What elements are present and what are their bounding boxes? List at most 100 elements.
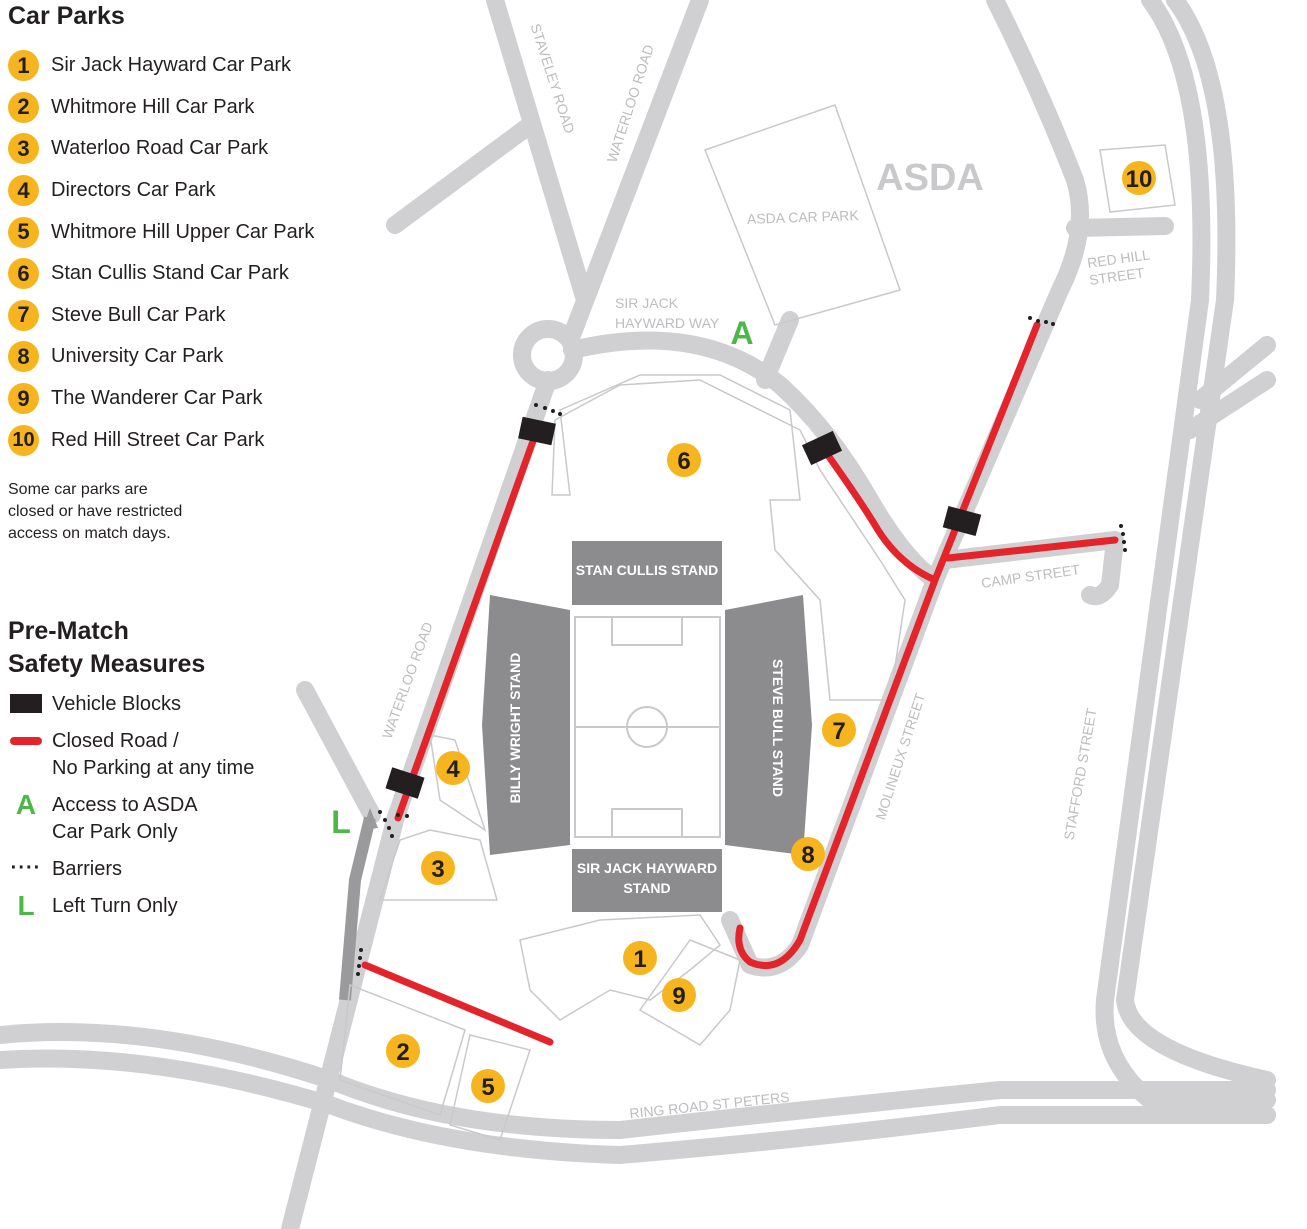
car-park-name: Waterloo Road Car Park xyxy=(51,137,269,160)
car-park-list-item: 3 Waterloo Road Car Park xyxy=(8,128,348,170)
closed-roads xyxy=(361,321,1119,1046)
legend-label-group: Closed Road /No Parking at any time xyxy=(52,728,254,782)
access-marker: A xyxy=(730,315,753,351)
asda-access-road xyxy=(756,311,799,389)
svg-text:1: 1 xyxy=(633,946,646,973)
stafford-street xyxy=(1095,0,1276,1109)
car-park-marker-6[interactable]: 6 xyxy=(667,443,701,477)
label-camp-street: CAMP STREET xyxy=(980,561,1081,591)
stand-label-east: STEVE BULL STAND xyxy=(770,659,786,797)
label-red-hill-2: STREET xyxy=(1088,264,1145,288)
number-badge: 1 xyxy=(8,50,39,82)
label-sjh-way-1: SIR JACK xyxy=(615,295,679,311)
ring-road-outer xyxy=(0,1049,1276,1164)
safety-measures-legend: Pre-Match Safety Measures Vehicle Blocks… xyxy=(8,615,348,921)
vehicle-block xyxy=(385,767,425,799)
legend-closed-road: Closed Road /No Parking at any time xyxy=(8,728,348,782)
vehicle-block xyxy=(942,505,982,537)
car-park-9-area xyxy=(638,939,741,1046)
sir-jack-hayward-way xyxy=(563,331,944,589)
vehicle-block xyxy=(801,430,843,466)
stand-label-south-1: SIR JACK HAYWARD xyxy=(577,860,717,876)
car-park-list-item: 9 The Wanderer Car Park xyxy=(8,378,348,420)
side-road xyxy=(386,116,539,234)
svg-text:6: 6 xyxy=(677,448,690,475)
barrier xyxy=(378,810,409,838)
car-park-6-area xyxy=(551,374,906,701)
safety-title-line-1: Pre-Match xyxy=(8,616,129,645)
vehicle-block-icon xyxy=(8,691,44,717)
stand-label-north: STAN CULLIS STAND xyxy=(576,562,719,578)
access-a-icon: A xyxy=(15,788,37,820)
number-badge: 2 xyxy=(8,91,39,123)
car-park-2-area xyxy=(339,983,466,1116)
closed-road-sjh-way xyxy=(818,443,939,584)
camp-street xyxy=(936,531,1124,606)
car-park-name: Directors Car Park xyxy=(51,179,216,202)
svg-text:2: 2 xyxy=(396,1039,409,1066)
car-park-list-item: 1 Sir Jack Hayward Car Park xyxy=(8,45,348,87)
penalty-area-north xyxy=(611,616,683,646)
car-park-4-area xyxy=(429,734,487,832)
car-park-3-area xyxy=(378,829,498,901)
barrier xyxy=(1119,524,1127,552)
car-park-marker-4[interactable]: 4 xyxy=(436,751,470,785)
number-badge: 9 xyxy=(8,383,39,415)
stadium: STAN CULLIS STAND BILLY WRIGHT STAND STE… xyxy=(482,541,812,912)
car-park-marker-9[interactable]: 9 xyxy=(662,978,696,1012)
barrier xyxy=(534,403,562,416)
svg-text:10: 10 xyxy=(1126,166,1153,193)
car-parks-title: Car Parks xyxy=(8,2,125,30)
number-badge: 3 xyxy=(8,133,39,165)
number-badge: 5 xyxy=(8,216,39,248)
left-turn-l-icon: L xyxy=(17,889,35,921)
svg-text:5: 5 xyxy=(481,1074,494,1101)
car-park-marker-1[interactable]: 1 xyxy=(623,941,657,975)
asda-car-park-area xyxy=(704,104,901,326)
waterloo-road-branch xyxy=(296,681,381,824)
svg-text:4: 4 xyxy=(446,756,460,783)
svg-text:7: 7 xyxy=(832,718,845,745)
closed-road-camp xyxy=(944,536,1119,562)
legend-vehicle-blocks: Vehicle Blocks xyxy=(8,691,348,718)
car-park-marker-10[interactable]: 10 xyxy=(1122,161,1156,195)
legend-label: Closed Road / xyxy=(52,729,179,752)
staveley-road xyxy=(486,0,594,309)
car-park-name: The Wanderer Car Park xyxy=(51,387,263,410)
car-park-marker-2[interactable]: 2 xyxy=(386,1034,420,1068)
billy-wright-stand xyxy=(482,595,570,855)
svg-text:9: 9 xyxy=(672,983,685,1010)
legend-left-turn: L Left Turn Only xyxy=(8,889,348,921)
closed-road-icon xyxy=(8,728,44,754)
car-park-marker-3[interactable]: 3 xyxy=(421,851,455,885)
closed-road-whitmore xyxy=(361,961,554,1046)
barrier xyxy=(1028,316,1055,326)
number-badge: 8 xyxy=(8,341,39,373)
car-park-name: Sir Jack Hayward Car Park xyxy=(51,54,292,77)
left-turn-arrowhead xyxy=(362,808,378,830)
red-hill-street xyxy=(1066,217,1174,237)
car-park-marker-7[interactable]: 7 xyxy=(822,713,856,747)
waterloo-road-top xyxy=(563,0,709,344)
car-park-marker-8[interactable]: 8 xyxy=(791,837,825,871)
car-park-note: Some car parks are closed or have restri… xyxy=(8,480,183,542)
car-park-5-area xyxy=(449,1034,531,1141)
stand-label-west: BILLY WRIGHT STAND xyxy=(507,653,523,804)
stand-label-south-2: STAND xyxy=(623,880,670,896)
centre-circle xyxy=(626,706,668,748)
number-badge: 4 xyxy=(8,175,39,207)
legend-barriers: ···· Barriers xyxy=(8,856,348,883)
number-badge: 10 xyxy=(8,424,39,456)
label-stafford-street: STAFFORD STREET xyxy=(1061,707,1100,842)
ring-road xyxy=(0,1023,1276,1139)
vehicle-blocks xyxy=(385,416,982,799)
car-park-marker-5[interactable]: 5 xyxy=(471,1069,505,1103)
